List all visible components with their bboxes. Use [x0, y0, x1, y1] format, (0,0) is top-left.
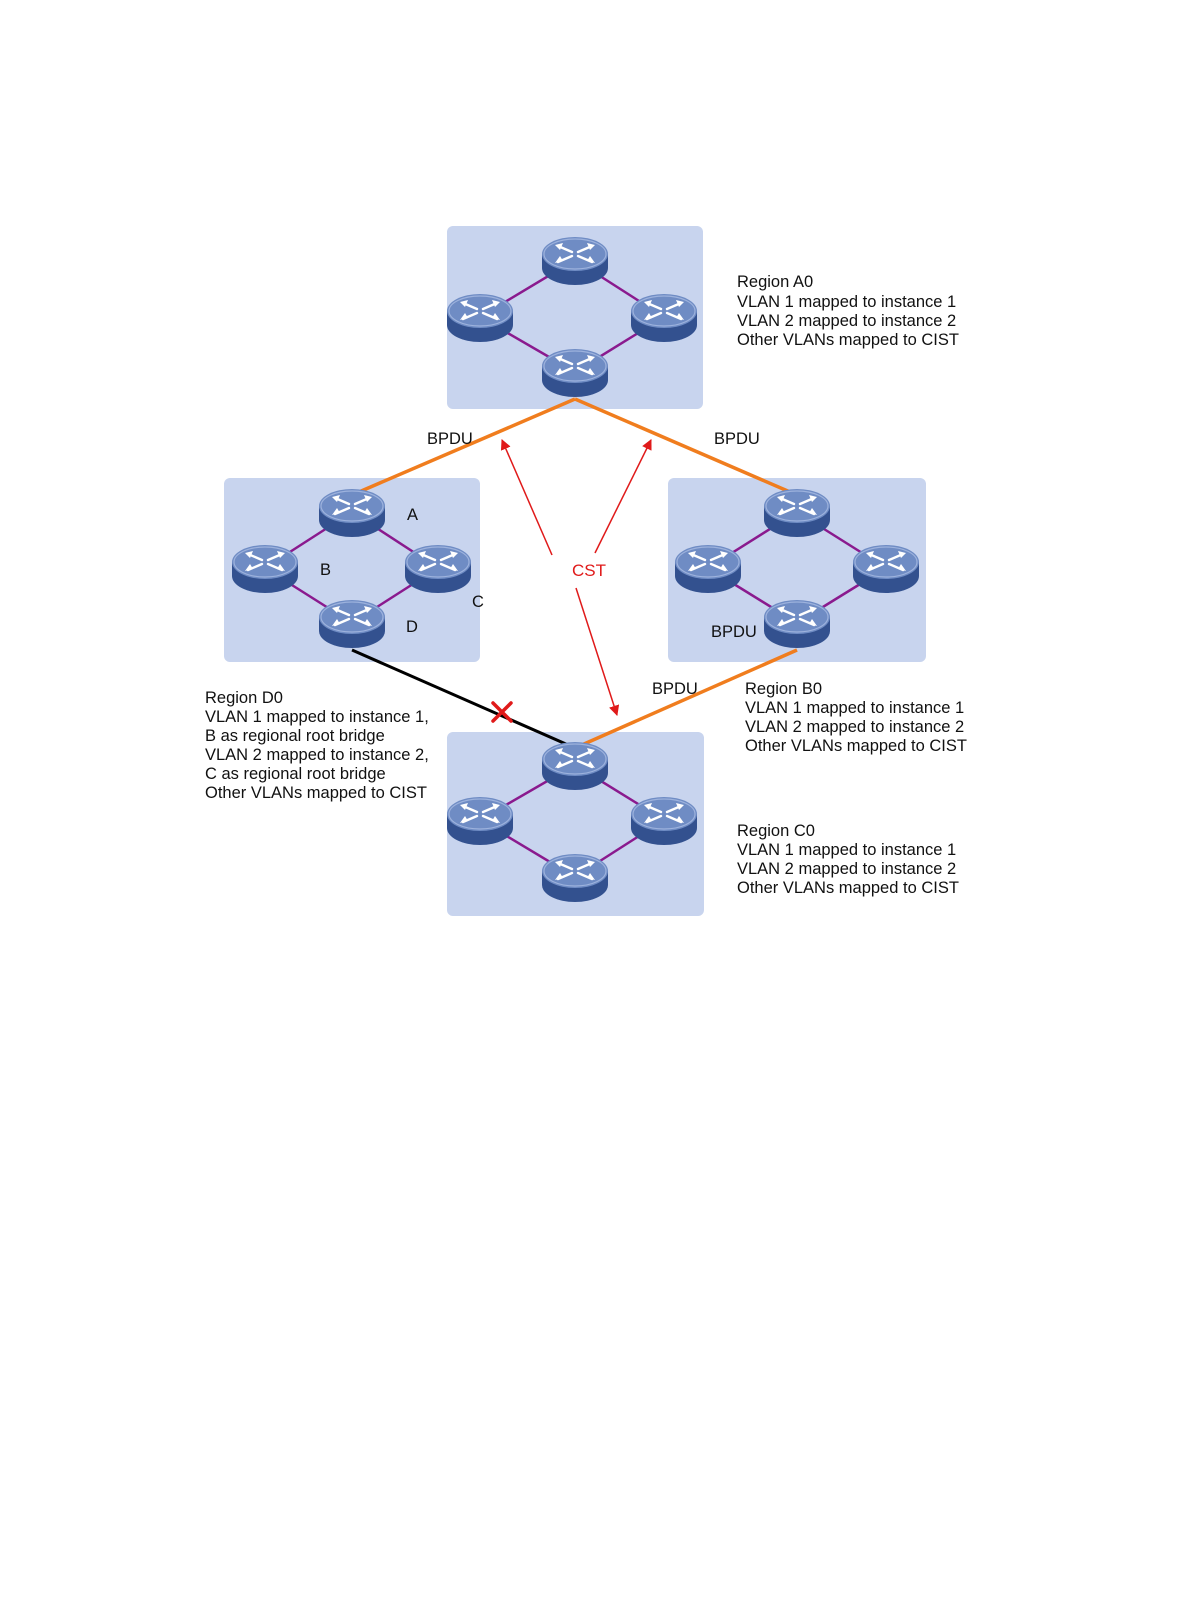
arrow-icon — [594, 439, 652, 554]
svg-text:VLAN 2 mapped to instance 2,: VLAN 2 mapped to instance 2, — [205, 746, 429, 764]
svg-text:Other VLANs mapped to CIST: Other VLANs mapped to CIST — [737, 879, 959, 897]
bpdu-link-b0-c0 — [574, 648, 798, 750]
svg-text:VLAN 2 mapped to instance 2: VLAN 2 mapped to instance 2 — [745, 718, 964, 736]
bpdu-label-b0-c0: BPDU — [652, 680, 698, 698]
node-label-b: B — [320, 561, 331, 579]
switch-icon — [403, 543, 473, 595]
bpdu-label-a0-b0: BPDU — [714, 430, 760, 448]
region-c0-box — [447, 732, 704, 916]
svg-text:Other VLANs mapped to CIST: Other VLANs mapped to CIST — [737, 331, 959, 349]
node-label-d: D — [406, 618, 418, 636]
arrow-icon — [575, 587, 620, 716]
region-a0-description: Region A0 VLAN 1 mapped to instance 1 VL… — [737, 273, 959, 349]
region-b0-box — [668, 478, 926, 662]
blocked-link-d0-c0 — [351, 648, 576, 750]
switch-icon — [673, 543, 743, 595]
cst-label: CST — [572, 561, 606, 580]
svg-text:Other VLANs mapped to CIST: Other VLANs mapped to CIST — [745, 737, 967, 755]
switch-icon — [762, 487, 832, 539]
switch-icon — [762, 598, 832, 650]
bpdu-link-a0-b0 — [574, 397, 798, 497]
svg-text:VLAN 2 mapped to instance 2: VLAN 2 mapped to instance 2 — [737, 860, 956, 878]
svg-text:B as regional root bridge: B as regional root bridge — [205, 727, 385, 745]
switch-icon — [629, 292, 699, 344]
svg-text:C as regional root bridge: C as regional root bridge — [205, 765, 386, 783]
svg-text:VLAN 2 mapped to instance 2: VLAN 2 mapped to instance 2 — [737, 312, 956, 330]
node-label-a: A — [407, 506, 418, 524]
cst-arrows — [500, 439, 652, 716]
switch-icon — [629, 795, 699, 847]
svg-text:VLAN 1 mapped to instance 1: VLAN 1 mapped to instance 1 — [737, 841, 956, 859]
switch-icon — [317, 487, 387, 539]
region-b0-description: Region B0 VLAN 1 mapped to instance 1 VL… — [745, 680, 967, 755]
svg-text:VLAN 1 mapped to instance 1: VLAN 1 mapped to instance 1 — [737, 293, 956, 311]
svg-text:Region C0: Region C0 — [737, 822, 815, 840]
switch-icon — [540, 235, 610, 287]
arrow-icon — [500, 439, 553, 556]
svg-text:VLAN 1 mapped to instance 1,: VLAN 1 mapped to instance 1, — [205, 708, 429, 726]
region-d0-box — [224, 478, 480, 662]
bpdu-label-b0-inner: BPDU — [711, 623, 757, 641]
svg-text:VLAN 1 mapped to instance 1: VLAN 1 mapped to instance 1 — [745, 699, 964, 717]
switch-icon — [230, 543, 300, 595]
switch-icon — [317, 598, 387, 650]
switch-icon — [540, 347, 610, 399]
node-label-c: C — [472, 593, 484, 611]
region-c0-description: Region C0 VLAN 1 mapped to instance 1 VL… — [737, 822, 959, 897]
region-a0-box — [447, 226, 703, 409]
svg-text:Other VLANs mapped to CIST: Other VLANs mapped to CIST — [205, 784, 427, 802]
svg-text:Region B0: Region B0 — [745, 680, 822, 698]
switch-icon — [540, 740, 610, 792]
region-d0-description: Region D0 VLAN 1 mapped to instance 1, B… — [205, 689, 429, 802]
switch-icon — [445, 795, 515, 847]
switch-icon — [445, 292, 515, 344]
svg-text:Region A0: Region A0 — [737, 273, 813, 291]
switch-icon — [540, 852, 610, 904]
bpdu-label-a0-d0: BPDU — [427, 430, 473, 448]
bpdu-link-a0-d0 — [351, 397, 576, 497]
svg-text:Region D0: Region D0 — [205, 689, 283, 707]
switch-icon — [851, 543, 921, 595]
blocked-link-icon — [491, 701, 513, 723]
